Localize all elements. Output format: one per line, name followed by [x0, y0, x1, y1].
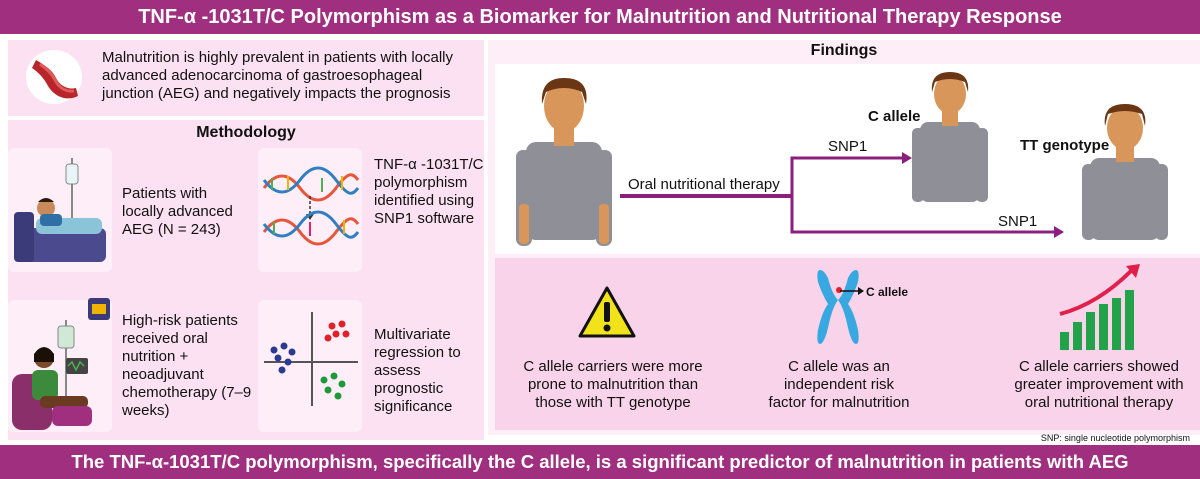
chemotherapy-patient-icon [12, 298, 110, 430]
conclusion-banner: The TNF-α-1031T/C polymorphism, specific… [0, 445, 1200, 479]
snp-lower-label: SNP1 [998, 213, 1038, 230]
person-icon-tt-genotype [1082, 104, 1168, 240]
intro-panel [8, 40, 484, 116]
footnote: SNP: single nucleotide polymorphism [1040, 433, 1190, 443]
dna-icon [262, 166, 360, 246]
c-allele-label: C allele [868, 108, 921, 125]
scatter-regression-icon [264, 312, 358, 406]
method-text-chemotherapy: High-risk patients received oral nutriti… [122, 312, 252, 419]
patient-bed-icon [14, 158, 106, 262]
conclusion-text: The TNF-α-1031T/C polymorphism, specific… [71, 451, 1129, 472]
snp-upper-label: SNP1 [828, 138, 868, 155]
warning-icon [578, 286, 636, 338]
method-text-patients: Patients with locally advanced AEG (N = … [122, 185, 233, 238]
result-text-warning: C allele carriers were more prone to mal… [523, 358, 703, 411]
chromosome-icon [817, 270, 859, 344]
chromosome-callout: C allele [866, 285, 909, 299]
person-icon-before [516, 78, 612, 246]
stomach-icon [26, 50, 82, 104]
page-title: TNF-α -1031T/C Polymorphism as a Biomark… [138, 5, 1062, 28]
intro-text: Malnutrition is highly prevalent in pati… [102, 49, 454, 102]
person-icon-c-allele [912, 72, 988, 202]
methodology-heading: Methodology [196, 124, 296, 141]
tt-genotype-label: TT genotype [1020, 137, 1110, 154]
findings-heading: Findings [810, 42, 878, 59]
result-text-chromosome: C allele was an independent risk factor … [768, 358, 910, 411]
result-text-growth: C allele carriers showed greater improve… [1014, 358, 1184, 411]
title-banner: TNF-α -1031T/C Polymorphism as a Biomark… [0, 0, 1200, 34]
method-text-dna: TNF-α -1031T/C polymorphism identified u… [374, 156, 484, 227]
therapy-label: Oral nutritional therapy [628, 176, 780, 193]
callout-arrow [840, 287, 864, 295]
method-text-regression: Multivariate regression to assess progno… [374, 326, 461, 415]
growth-chart-icon [1059, 264, 1140, 350]
